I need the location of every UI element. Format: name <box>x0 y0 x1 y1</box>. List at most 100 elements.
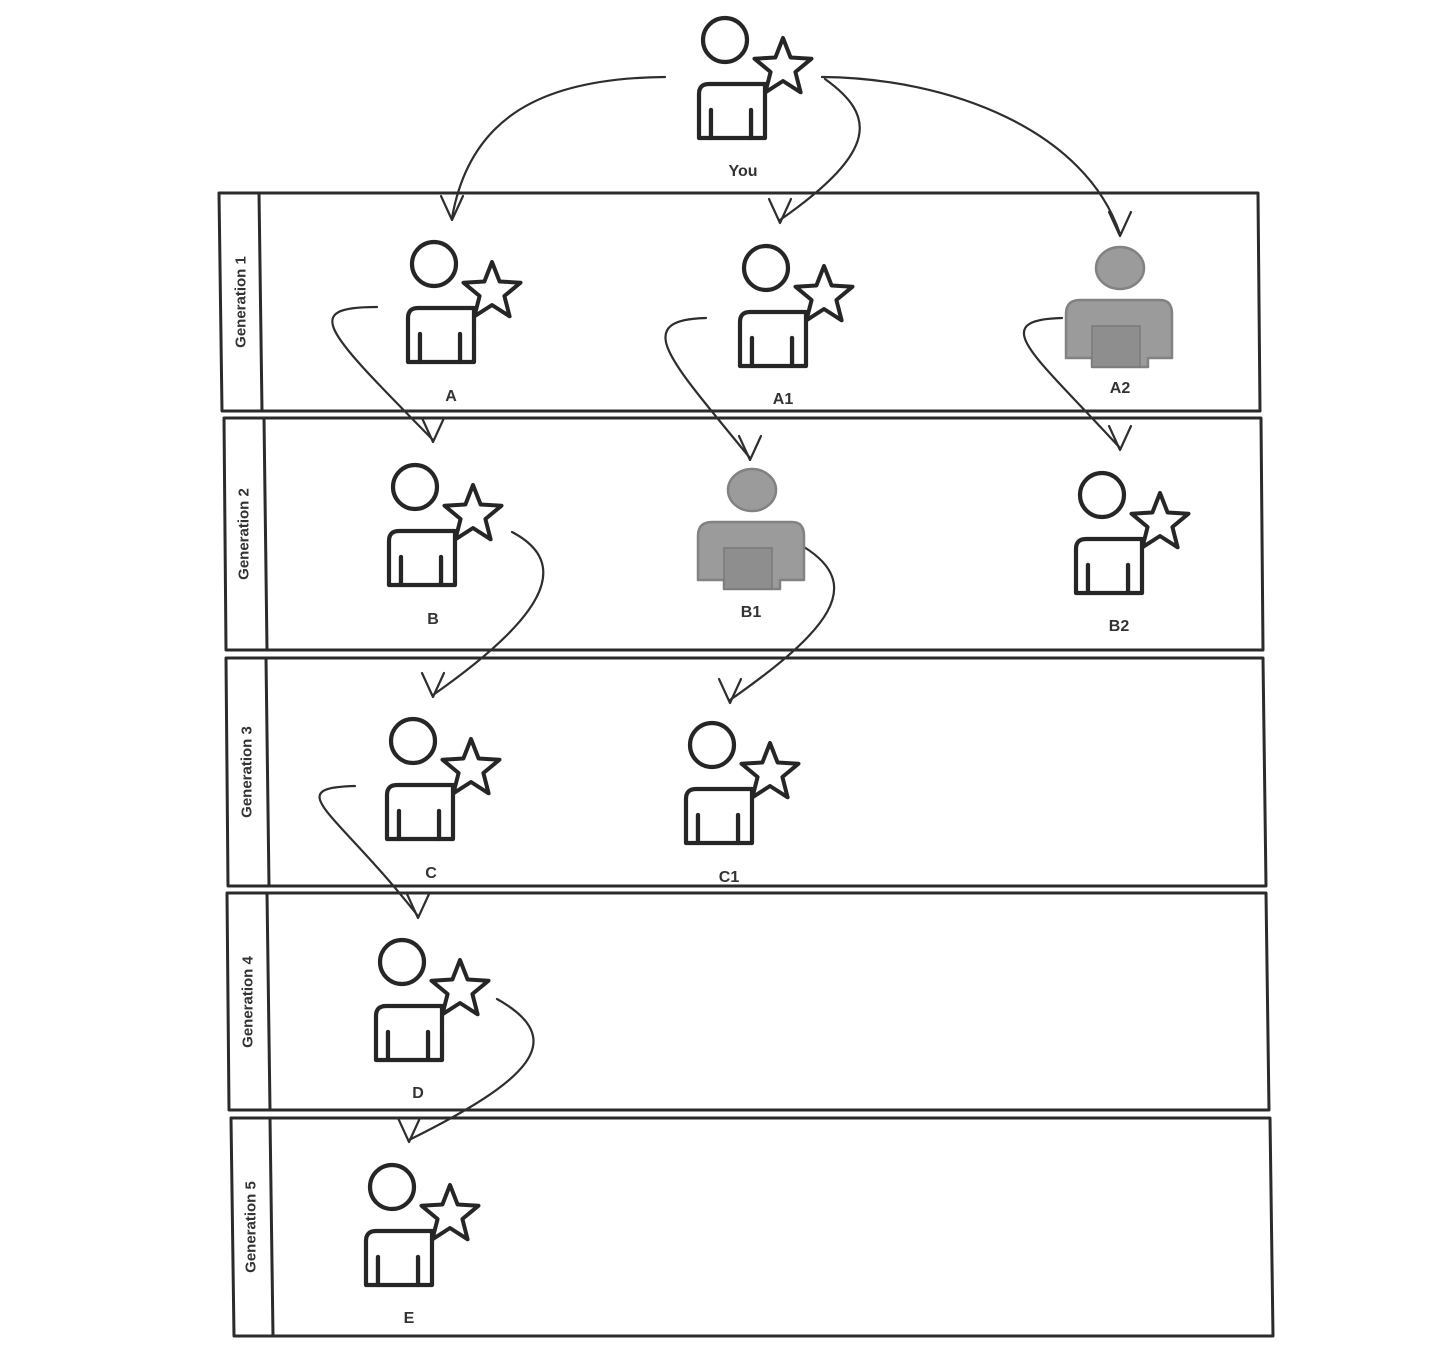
arrowhead <box>439 194 465 222</box>
edge-curve <box>728 545 836 702</box>
edge-you-a <box>439 75 667 222</box>
person-head <box>367 1162 417 1212</box>
node-label: E <box>404 1310 415 1327</box>
lane-divider <box>268 1117 275 1337</box>
node-c: C <box>384 716 502 882</box>
person-head <box>687 720 737 770</box>
lanes: Generation 1 Generation 2 Generation 3 Gene… <box>217 191 1275 1338</box>
user-star-icon <box>386 462 504 588</box>
lane-frame <box>225 891 1271 1112</box>
star-icon <box>752 36 814 95</box>
user-star-icon <box>737 243 855 369</box>
node-a1: A1 <box>737 243 855 408</box>
node-label: A2 <box>1110 380 1131 397</box>
edge-curve <box>331 305 435 442</box>
person-legs <box>396 808 442 842</box>
user-grey-icon <box>696 467 806 591</box>
person-head <box>409 239 459 289</box>
lane-divider <box>262 417 269 651</box>
person-legs <box>695 812 741 846</box>
arrowhead <box>405 892 431 920</box>
node-a: A <box>405 239 523 405</box>
node-label: C <box>425 865 437 882</box>
lane-divider <box>257 192 264 412</box>
star-icon <box>1129 491 1191 550</box>
arrowhead <box>420 671 446 699</box>
person-head <box>726 467 778 513</box>
edge-a-b <box>331 305 446 444</box>
person-head <box>390 462 440 512</box>
edge-a2-b2 <box>1022 316 1133 452</box>
edge-a1-b1 <box>664 316 763 462</box>
edge-curve <box>431 530 545 697</box>
person-legs <box>749 335 795 369</box>
person-head <box>1094 245 1146 291</box>
arrowhead <box>1107 210 1133 238</box>
star-icon <box>442 483 504 542</box>
node-label: A <box>445 388 457 405</box>
person-legs <box>723 547 773 590</box>
edges <box>318 75 1133 1144</box>
star-icon <box>461 260 523 319</box>
lane-label: Generation 2 <box>236 488 253 580</box>
user-star-icon <box>384 716 502 842</box>
lane-label: Generation 5 <box>243 1181 260 1273</box>
user-star-icon <box>696 15 814 141</box>
lane-g4: Generation 4 <box>225 891 1271 1112</box>
node-c1: C1 <box>683 720 801 886</box>
edge-you-a1 <box>767 77 861 225</box>
node-label: C1 <box>719 869 740 886</box>
lane-g3: Generation 3 <box>224 656 1268 888</box>
user-star-icon <box>405 239 523 365</box>
arrowhead <box>420 416 446 444</box>
node-label: You <box>728 163 757 180</box>
node-label: B1 <box>741 604 762 621</box>
edge-curve <box>1022 316 1122 450</box>
star-icon <box>429 958 491 1017</box>
edge-curve <box>450 75 667 220</box>
node-label: A1 <box>773 391 794 408</box>
edge-curve <box>318 784 420 918</box>
person-legs <box>375 1254 421 1288</box>
node-d: D <box>373 937 491 1102</box>
edge-curve <box>407 997 535 1142</box>
lane-label: Generation 1 <box>233 256 250 348</box>
node-b: B <box>386 462 504 628</box>
person-legs <box>417 331 463 365</box>
arrowhead <box>737 434 763 462</box>
lane-frame <box>224 656 1268 888</box>
edge-b1-c1 <box>717 545 836 705</box>
star-icon <box>440 737 502 796</box>
person-legs <box>1085 562 1131 596</box>
edge-curve <box>664 316 752 460</box>
arrowhead <box>396 1116 422 1144</box>
star-icon <box>419 1183 481 1242</box>
user-star-icon <box>1073 470 1191 596</box>
edge-you-a2 <box>820 75 1133 238</box>
lane-label: Generation 3 <box>239 726 256 818</box>
person-legs <box>1091 325 1141 368</box>
lane-g1: Generation 1 <box>217 191 1262 413</box>
person-legs <box>385 1029 431 1063</box>
arrowhead <box>1107 424 1133 452</box>
person-legs <box>708 107 754 141</box>
node-you: You <box>696 15 814 180</box>
person-head <box>1077 470 1127 520</box>
person-legs <box>398 554 444 588</box>
arrowhead <box>717 677 743 705</box>
node-e: E <box>363 1162 481 1327</box>
lane-g2: Generation 2 <box>222 416 1265 652</box>
lane-label: Generation 4 <box>240 956 257 1048</box>
arrowhead <box>767 197 793 225</box>
user-star-icon <box>683 720 801 846</box>
lane-g5: Generation 5 <box>229 1116 1275 1338</box>
node-label: B <box>427 611 439 628</box>
user-grey-icon <box>1064 245 1174 369</box>
lane-frame <box>217 191 1262 413</box>
lane-divider <box>265 892 272 1111</box>
person-head <box>741 243 791 293</box>
person-head <box>700 15 750 65</box>
star-icon <box>793 264 855 323</box>
